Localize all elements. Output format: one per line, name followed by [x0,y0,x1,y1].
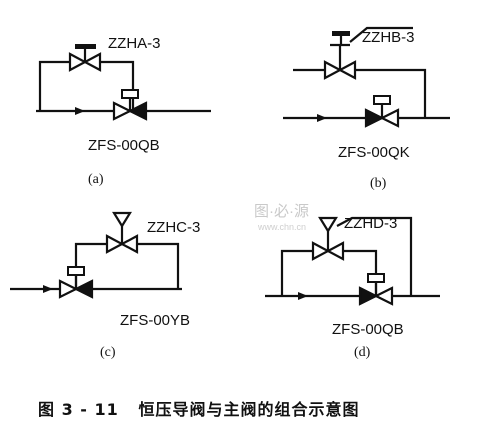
panel-d: ZZHD-3 ZFS-00QB (d) [265,215,440,360]
panel-label: (b) [370,176,387,191]
pilot-valve-icon [323,26,413,80]
figure-caption: 图 3 - 11 恒压导阀与主阀的组合示意图 [38,400,359,419]
main-valve-icon [58,266,94,299]
main-valve-label: ZFS-00YB [120,312,190,329]
watermark-url: www.chn.cn [257,222,306,232]
flow-arrow-icon [43,285,53,293]
panel-label: (d) [354,345,371,360]
main-valve-icon [358,273,394,306]
main-valve-icon [364,95,400,128]
flow-arrow-icon [317,114,327,122]
pilot-valve-label: ZZHD-3 [344,215,397,232]
panel-label: (c) [100,345,116,360]
pilot-valve-icon [105,211,139,254]
pilot-valve-label: ZZHB-3 [362,29,415,46]
main-valve-label: ZFS-00QB [88,137,160,154]
pilot-valve-label: ZZHA-3 [108,35,161,52]
panel-b: ZZHB-3 ZFS-00QK (b) [283,26,450,191]
main-valve-icon [112,89,148,121]
panel-label: (a) [88,172,104,187]
flow-arrow-icon [75,107,85,115]
pilot-valve-label: ZZHC-3 [147,219,200,236]
watermark: 图·必·源 [254,203,309,220]
main-valve-label: ZFS-00QB [332,321,404,338]
pilot-valve-icon [311,216,413,296]
panel-a: ZZHA-3 ZFS-00QB (a) [36,35,211,187]
panel-c: ZZHC-3 ZFS-00YB (c) [10,211,200,360]
main-valve-label: ZFS-00QK [338,144,410,161]
flow-arrow-icon [298,292,308,300]
pilot-valve-icon [68,44,102,72]
